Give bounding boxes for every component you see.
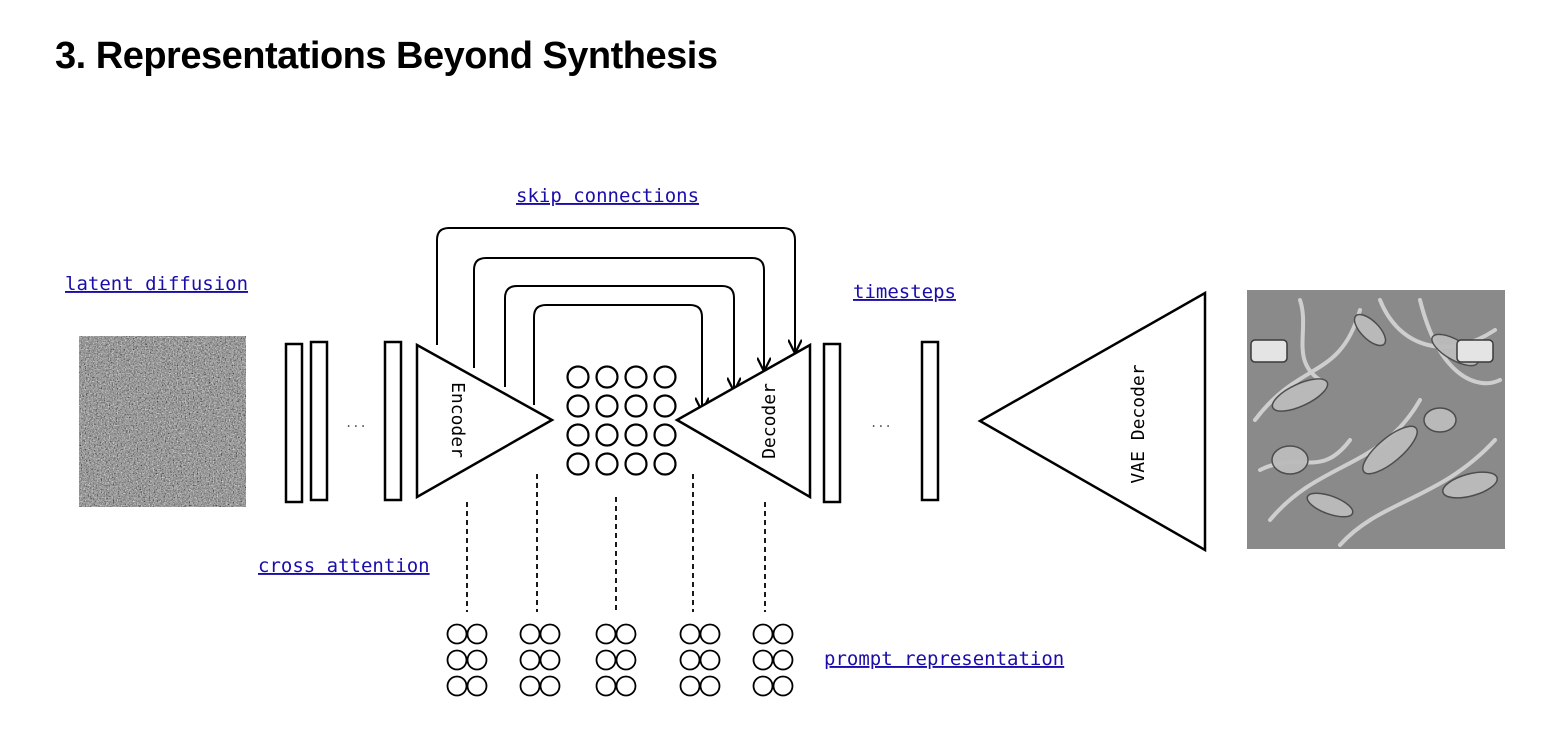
prompt-representation-link[interactable]: prompt representation bbox=[824, 648, 1064, 670]
prompt-token-node bbox=[615, 675, 637, 697]
encoder-label: Encoder bbox=[447, 382, 468, 458]
latent-node bbox=[595, 394, 619, 418]
svg-text:latent diffusion: latent diffusion bbox=[65, 273, 248, 295]
prompt-token-node bbox=[772, 649, 794, 671]
latent-diffusion-link[interactable]: latent diffusion bbox=[65, 273, 248, 295]
latent-node bbox=[595, 365, 619, 389]
prompt-token-node bbox=[615, 623, 637, 645]
cross-attention-link[interactable]: cross attention bbox=[258, 555, 430, 577]
prompt-token-node bbox=[679, 649, 701, 671]
latent-node bbox=[653, 452, 677, 476]
encoder-block bbox=[415, 342, 555, 500]
prompt-token-node bbox=[539, 649, 561, 671]
timesteps-link[interactable]: timesteps bbox=[853, 281, 956, 303]
prompt-token-node bbox=[595, 649, 617, 671]
prompt-token-node bbox=[446, 649, 468, 671]
prompt-token-node bbox=[772, 623, 794, 645]
prompt-token-node bbox=[466, 623, 488, 645]
decoder-label: Decoder bbox=[759, 383, 780, 459]
prompt-token-node bbox=[772, 675, 794, 697]
prompt-token-node bbox=[615, 649, 637, 671]
prompt-token-node bbox=[446, 623, 468, 645]
decoder-block bbox=[674, 342, 812, 500]
vae-decoder-label: VAE Decoder bbox=[1128, 364, 1149, 483]
prompt-token-node bbox=[519, 675, 541, 697]
prompt-token-node bbox=[519, 623, 541, 645]
latent-node bbox=[653, 365, 677, 389]
svg-text:prompt representation: prompt representation bbox=[824, 648, 1064, 670]
bottleneck-latents bbox=[566, 365, 677, 476]
prompt-token-node bbox=[699, 675, 721, 697]
latent-node bbox=[653, 394, 677, 418]
skip-connection-arrows bbox=[436, 227, 795, 410]
prompt-tokens bbox=[446, 623, 794, 697]
cross-attention-lines bbox=[466, 474, 766, 612]
prompt-token-node bbox=[466, 675, 488, 697]
page-title: 3. Representations Beyond Synthesis bbox=[55, 35, 718, 77]
latent-node bbox=[624, 394, 648, 418]
latent-node bbox=[595, 423, 619, 447]
prompt-token-node bbox=[752, 623, 774, 645]
prompt-token-node bbox=[539, 623, 561, 645]
latent-node bbox=[566, 365, 590, 389]
prompt-token-node bbox=[752, 649, 774, 671]
svg-text:cross attention: cross attention bbox=[258, 555, 430, 577]
latent-node bbox=[566, 423, 590, 447]
skip-connections-link[interactable]: skip connections bbox=[516, 185, 699, 207]
prompt-token-node bbox=[679, 675, 701, 697]
latent-node bbox=[595, 452, 619, 476]
latent-node bbox=[624, 423, 648, 447]
timestep-bars-right bbox=[822, 340, 940, 504]
svg-text:timesteps: timesteps bbox=[853, 281, 956, 303]
vae-decoder-block bbox=[977, 290, 1207, 553]
ellipsis-left: ... bbox=[345, 416, 367, 430]
latent-node bbox=[566, 394, 590, 418]
prompt-token-node bbox=[446, 675, 468, 697]
prompt-token-node bbox=[595, 623, 617, 645]
prompt-token-node bbox=[595, 675, 617, 697]
svg-text:skip connections: skip connections bbox=[516, 185, 699, 207]
prompt-token-node bbox=[466, 649, 488, 671]
latent-node bbox=[653, 423, 677, 447]
latent-node bbox=[566, 452, 590, 476]
timestep-bars-left bbox=[284, 340, 403, 504]
latent-node bbox=[624, 365, 648, 389]
latent-node bbox=[624, 452, 648, 476]
output-image bbox=[1247, 290, 1505, 549]
prompt-token-node bbox=[679, 623, 701, 645]
prompt-token-node bbox=[539, 675, 561, 697]
ellipsis-right: ... bbox=[870, 416, 892, 430]
prompt-token-node bbox=[519, 649, 541, 671]
noise-latent-image bbox=[79, 336, 246, 507]
prompt-token-node bbox=[699, 649, 721, 671]
prompt-token-node bbox=[699, 623, 721, 645]
prompt-token-node bbox=[752, 675, 774, 697]
